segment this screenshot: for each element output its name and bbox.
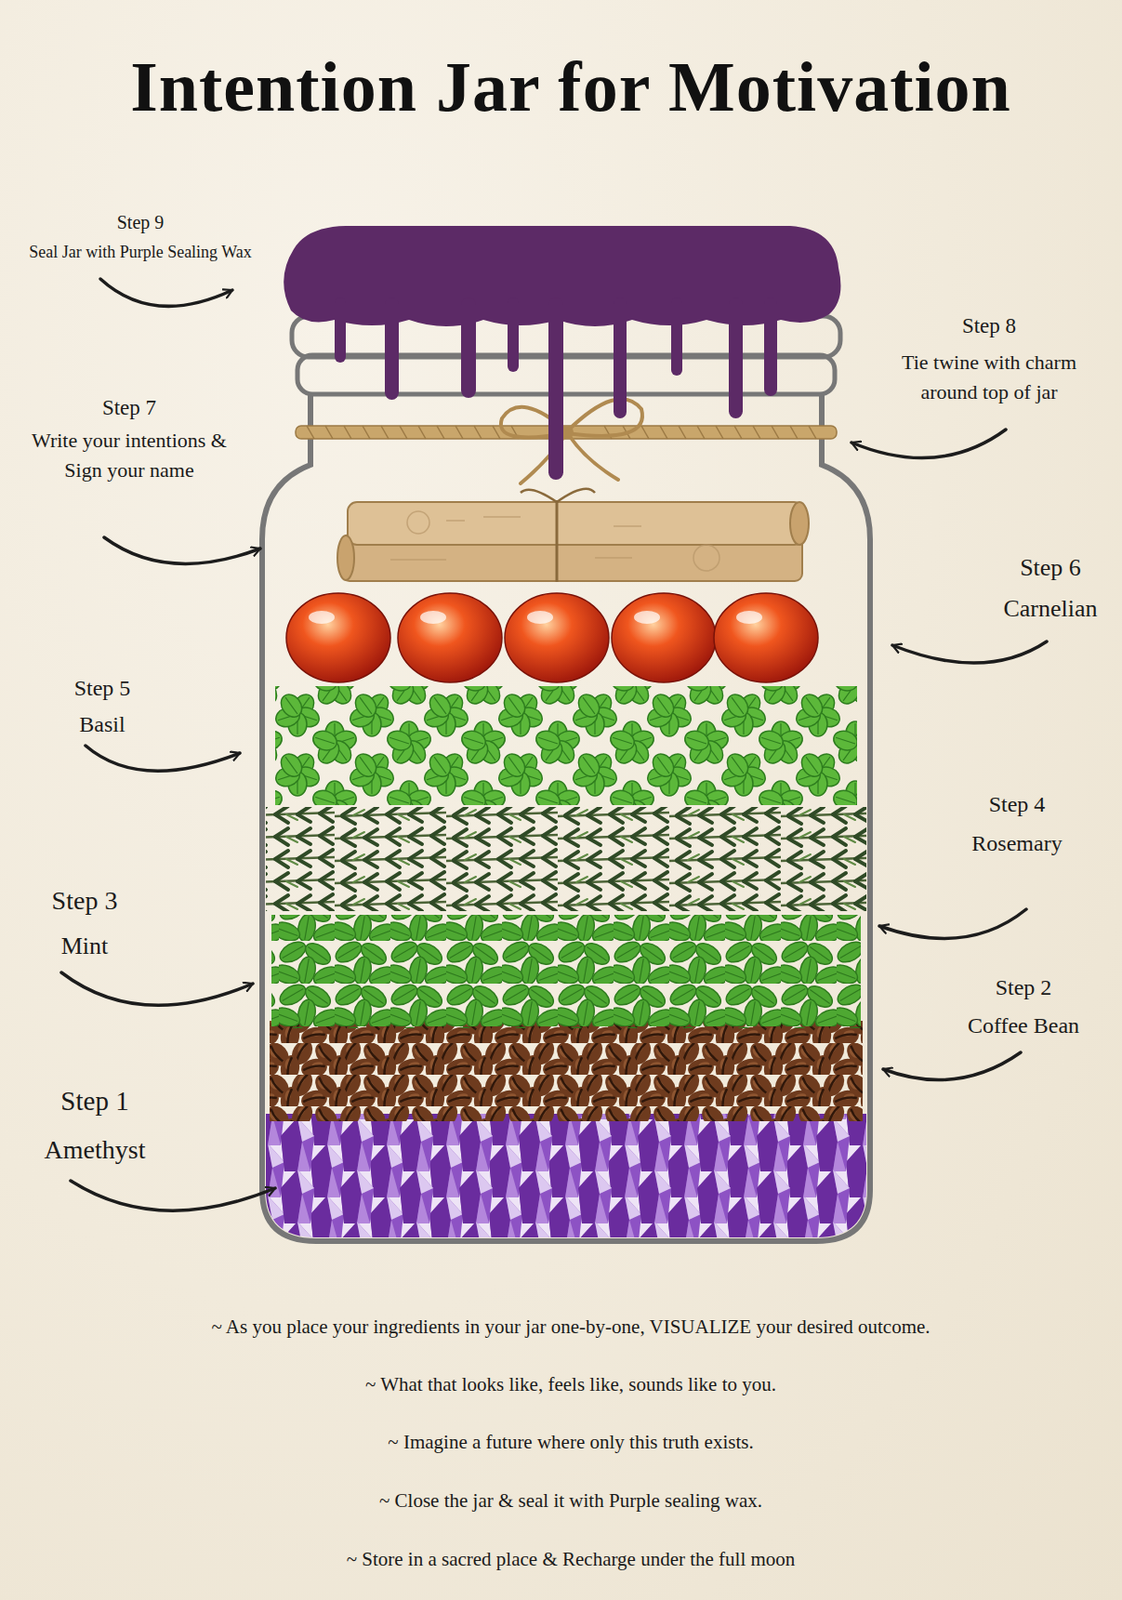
page-title: Intention Jar for Motivation — [130, 40, 1012, 133]
step-label: Step 9 — [117, 210, 165, 235]
step-instruction: Tie twine with charm around top of jar — [881, 347, 1097, 408]
instruction-note: ~ Imagine a future where only this truth… — [387, 1429, 753, 1455]
step-label: Step 7 — [102, 394, 157, 423]
ingredient-label: Coffee Bean — [967, 1011, 1080, 1041]
instruction-note: ~ Close the jar & seal it with Purple se… — [379, 1488, 763, 1514]
instruction-note: ~ As you place your ingredients in your … — [211, 1314, 930, 1340]
ingredient-label: Basil — [79, 710, 125, 740]
step-label: Step 8 — [962, 312, 1017, 341]
step-label: Step 2 — [995, 973, 1053, 1003]
step-label: Step 4 — [989, 790, 1046, 819]
instruction-note: ~ Store in a sacred place & Recharge und… — [346, 1546, 796, 1572]
instruction-note: ~ What that looks like, feels like, soun… — [365, 1372, 777, 1398]
step-instruction: Seal Jar with Purple Sealing Wax — [28, 241, 252, 264]
step-label: Step 5 — [74, 673, 132, 703]
step-label: Step 6 — [1019, 552, 1082, 584]
ingredient-label: Carnelian — [1003, 593, 1097, 625]
step-label: Step 3 — [52, 884, 119, 918]
step-label: Step 1 — [60, 1083, 129, 1120]
ingredient-label: Amethyst — [44, 1133, 146, 1167]
step-instruction: Write your intentions & Sign your name — [21, 425, 238, 486]
ingredient-label: Mint — [61, 930, 109, 963]
ingredient-label: Rosemary — [971, 829, 1062, 858]
